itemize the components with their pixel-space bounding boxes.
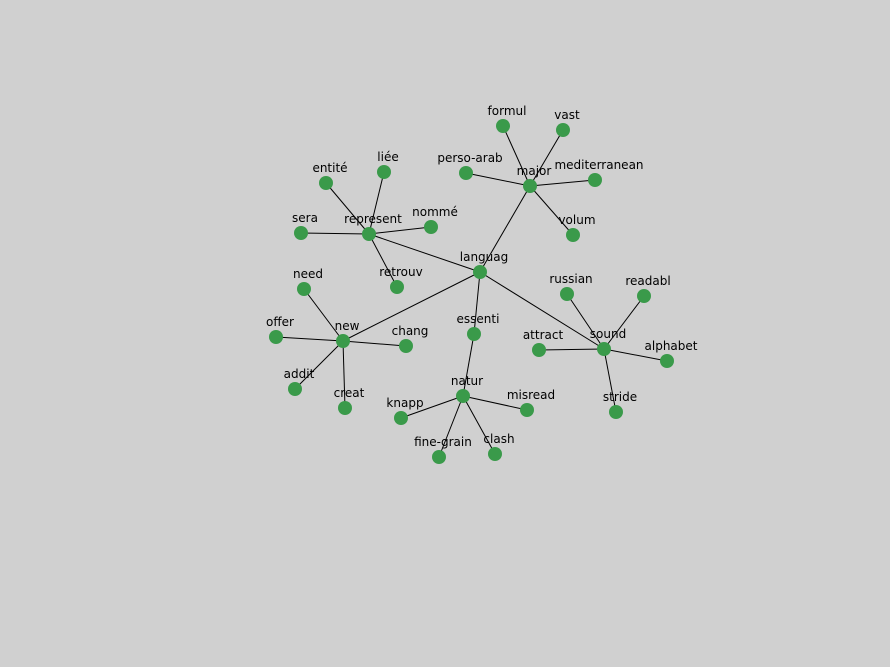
node-label-perso-arab: perso-arab xyxy=(437,151,502,165)
edge-sound-alphabet xyxy=(603,348,668,362)
node-label-liee: liée xyxy=(377,150,398,164)
node-label-volum: volum xyxy=(558,213,595,227)
edge-sound-attract xyxy=(538,348,605,351)
edge-languag-represent xyxy=(368,233,481,273)
edge-sound-readabl xyxy=(603,295,645,350)
edge-represent-liee xyxy=(368,171,385,235)
node-vast[interactable] xyxy=(556,123,570,137)
node-label-fine-grain: fine-grain xyxy=(414,435,472,449)
edge-natur-misread xyxy=(462,395,528,411)
node-label-retrouv: retrouv xyxy=(379,265,422,279)
node-label-offer: offer xyxy=(266,315,294,329)
node-represent[interactable] xyxy=(362,227,376,241)
node-misread[interactable] xyxy=(520,403,534,417)
edge-languag-essenti xyxy=(473,271,481,335)
node-clash[interactable] xyxy=(488,447,502,461)
node-knapp[interactable] xyxy=(394,411,408,425)
node-languag[interactable] xyxy=(473,265,487,279)
node-fine-grain[interactable] xyxy=(432,450,446,464)
edge-new-chang xyxy=(342,340,407,347)
edge-natur-knapp xyxy=(400,395,464,419)
edge-sound-russian xyxy=(566,293,605,350)
node-label-essenti: essenti xyxy=(457,312,500,326)
node-label-knapp: knapp xyxy=(386,396,423,410)
node-sound[interactable] xyxy=(597,342,611,356)
edge-represent-retrouv xyxy=(368,233,398,288)
node-label-represent: represent xyxy=(344,212,402,226)
edge-sound-stride xyxy=(603,348,617,413)
node-essenti[interactable] xyxy=(467,327,481,341)
edge-major-mediterranean xyxy=(529,179,596,187)
node-mediterranean[interactable] xyxy=(588,173,602,187)
node-label-formul: formul xyxy=(488,104,527,118)
edge-new-need xyxy=(303,288,344,342)
edge-represent-nomme xyxy=(368,226,432,235)
node-label-readabl: readabl xyxy=(625,274,670,288)
node-label-stride: stride xyxy=(603,390,637,404)
node-russian[interactable] xyxy=(560,287,574,301)
edge-represent-entite xyxy=(325,182,370,235)
edge-major-formul xyxy=(502,125,531,187)
edge-major-vast xyxy=(529,129,564,187)
node-sera[interactable] xyxy=(294,226,308,240)
node-label-entite: entité xyxy=(312,161,347,175)
node-label-major: major xyxy=(517,164,552,178)
node-perso-arab[interactable] xyxy=(459,166,473,180)
edge-languag-major xyxy=(479,185,531,273)
node-label-russian: russian xyxy=(549,272,592,286)
node-label-creat: creat xyxy=(334,386,365,400)
node-label-alphabet: alphabet xyxy=(645,339,698,353)
node-volum[interactable] xyxy=(566,228,580,242)
edge-new-offer xyxy=(275,336,344,342)
node-major[interactable] xyxy=(523,179,537,193)
edge-major-volum xyxy=(529,185,574,236)
node-label-vast: vast xyxy=(554,108,580,122)
node-label-clash: clash xyxy=(483,432,514,446)
node-addit[interactable] xyxy=(288,382,302,396)
node-need[interactable] xyxy=(297,282,311,296)
edge-represent-sera xyxy=(300,232,370,235)
node-label-mediterranean: mediterranean xyxy=(554,158,643,172)
node-label-chang: chang xyxy=(392,324,429,338)
node-label-languag: languag xyxy=(460,250,509,264)
node-label-sera: sera xyxy=(292,211,318,225)
node-nomme[interactable] xyxy=(424,220,438,234)
edge-languag-sound xyxy=(479,271,605,350)
edge-languag-new xyxy=(342,271,481,342)
node-readabl[interactable] xyxy=(637,289,651,303)
edge-major-perso-arab xyxy=(465,172,531,187)
edge-natur-clash xyxy=(462,395,496,455)
labels-layer: languag major formul vast perso-arab mediterr… xyxy=(266,104,698,449)
node-new[interactable] xyxy=(336,334,350,348)
node-label-nomme: nommé xyxy=(412,205,458,219)
node-label-need: need xyxy=(293,267,323,281)
node-chang[interactable] xyxy=(399,339,413,353)
node-formul[interactable] xyxy=(496,119,510,133)
nodes-layer xyxy=(269,119,674,464)
node-label-misread: misread xyxy=(507,388,555,402)
node-stride[interactable] xyxy=(609,405,623,419)
node-alphabet[interactable] xyxy=(660,354,674,368)
node-liee[interactable] xyxy=(377,165,391,179)
edge-new-creat xyxy=(342,340,346,409)
node-offer[interactable] xyxy=(269,330,283,344)
node-natur[interactable] xyxy=(456,389,470,403)
node-creat[interactable] xyxy=(338,401,352,415)
node-label-natur: natur xyxy=(451,374,483,388)
node-label-attract: attract xyxy=(523,328,564,342)
node-label-sound: sound xyxy=(590,327,626,341)
node-attract[interactable] xyxy=(532,343,546,357)
edge-natur-fine-grain xyxy=(438,395,464,458)
node-label-new: new xyxy=(335,319,360,333)
edge-essenti-natur xyxy=(462,333,475,397)
edges-layer xyxy=(275,125,668,458)
edge-new-addit xyxy=(294,340,344,390)
node-retrouv[interactable] xyxy=(390,280,404,294)
node-entite[interactable] xyxy=(319,176,333,190)
node-label-addit: addit xyxy=(284,367,315,381)
